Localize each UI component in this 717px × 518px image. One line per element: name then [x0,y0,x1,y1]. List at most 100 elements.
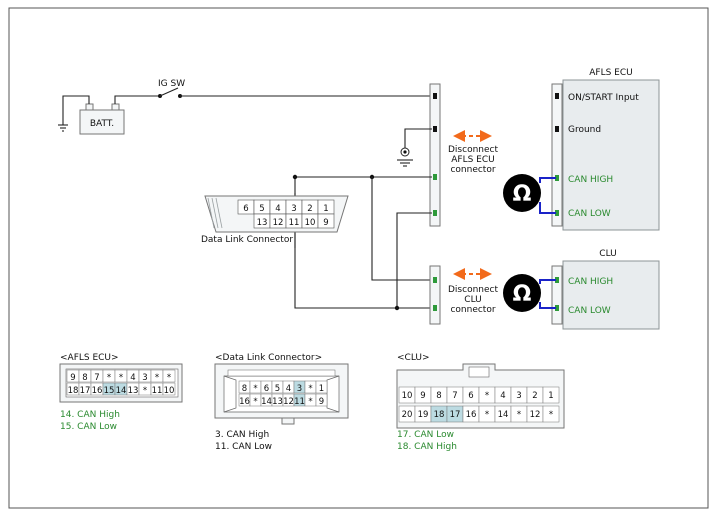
dlc-face-pin: 16 [239,397,250,407]
afls-pin: 16 [92,386,103,396]
clu-connector-face: <CLU> 10 9 8 7 6 * 4 3 2 1 [396,353,565,452]
afls-pin: 8 [82,373,87,383]
ground-symbol-battery [58,124,68,132]
dlc-face-pin: 5 [275,384,280,394]
clu-pin: 12 [530,410,541,420]
clu-note-2: 18. CAN High [397,442,457,452]
afls-pin: * [107,373,111,383]
battery: BATT. [79,103,125,135]
afls-ecu-box: AFLS ECU ON/START Input Ground CAN HIGH … [551,68,660,231]
clu-pin: * [485,410,489,420]
battery-label: BATT. [90,119,114,129]
disconnect-afls-line1: Disconnect [448,145,498,155]
dlc-face-pin: * [253,384,257,394]
clu-pin: * [549,410,553,420]
ig-switch-label: IG SW [158,79,185,89]
dlc-pin: 10 [305,218,316,228]
clu-connector-top-row: 10 9 8 7 6 * 4 3 2 1 [398,386,560,404]
dlc-pin: 13 [257,218,268,228]
dlc-face-pin: * [308,397,312,407]
dlc-label: Data Link Connector [201,235,293,245]
ohm-symbol-clu: Ω [513,282,532,307]
afls-can-high-label: CAN HIGH [568,175,613,185]
afls-note-1: 14. CAN High [60,410,120,420]
disconnect-afls-annotation: Disconnect AFLS ECU connector [448,130,498,175]
afls-pin: 9 [70,373,75,383]
clu-pin: 14 [498,410,509,420]
dlc-face-pin: 4 [286,384,291,394]
afls-pin: 7 [94,373,99,383]
dlc-bottom-pins: 13 12 11 10 9 [253,213,335,229]
afls-pin: * [167,373,171,383]
ohmmeter-afls: Ω [503,174,556,214]
clu-pin: 1 [548,391,553,401]
dlc-pin: 12 [273,218,284,228]
dlc-face-pin: 13 [272,397,283,407]
afls-can-low-label: CAN LOW [568,209,611,219]
clu-can-high-label: CAN HIGH [568,277,613,287]
ohm-symbol-afls: Ω [513,182,532,207]
disconnect-afls-line2: AFLS ECU [451,155,494,165]
clu-harness-connector [429,265,441,325]
clu-pin: 10 [402,391,413,401]
afls-pin: 17 [80,386,91,396]
clu-pin: * [517,410,521,420]
clu-pin: 16 [466,410,477,420]
dlc-pin: 5 [259,204,264,214]
afls-pin: 18 [68,386,79,396]
dlc-pin: 3 [291,204,296,214]
disconnect-clu-line1: Disconnect [448,285,498,295]
afls-ecu-title: AFLS ECU [589,68,632,78]
disconnect-clu-line3: connector [450,305,495,315]
afls-pin: * [155,373,159,383]
dlc-face-pin: 14 [261,397,272,407]
dlc-connector-top-row: 8 * 6 5 4 3 * 1 [238,380,328,394]
dlc-connector-face: <Data Link Connector> 8 * 6 5 4 3 * 1 [214,353,349,452]
afls-pin: 11 [152,386,163,396]
clu-pin: 8 [436,391,441,401]
afls-connector-top-row: 9 8 7 * * 4 3 * * [66,369,176,383]
disconnect-clu-annotation: Disconnect CLU connector [448,268,498,315]
dlc-connector-title: <Data Link Connector> [215,353,322,363]
afls-pin: * [119,373,123,383]
clu-connector-bottom-row: 20 19 18 17 16 * 14 * 12 * [398,405,560,423]
afls-pin: 15 [104,386,115,396]
dlc-pin: 1 [323,204,328,214]
dlc-pin: 9 [323,218,328,228]
clu-can-low-label: CAN LOW [568,306,611,316]
clu-note-1: 17. CAN Low [397,430,454,440]
dlc-pin: 2 [307,204,312,214]
data-link-connector: 6 5 4 3 2 1 13 12 11 10 9 Data Link Conn… [201,195,349,245]
clu-pin: 19 [418,410,429,420]
dlc-face-pin: * [308,384,312,394]
dlc-top-pins: 6 5 4 3 2 1 [237,199,335,215]
afls-connector-face: <AFLS ECU> 9 8 7 * * 4 3 * * [59,353,183,432]
afls-connector-bottom-row: 18 17 16 15 14 13 * 11 10 [66,382,176,396]
clu-pin: 3 [516,391,521,401]
afls-pin: 14 [116,386,127,396]
afls-pin: 4 [130,373,135,383]
clu-pin: 9 [420,391,425,401]
clu-title: CLU [599,249,616,259]
clu-connector-title: <CLU> [397,353,430,363]
dlc-face-pin: 11 [294,397,305,407]
dlc-connector-bottom-row: 16 * 14 13 12 11 * 9 [238,393,328,407]
dlc-pin: 11 [289,218,300,228]
clu-box: CLU CAN HIGH CAN LOW [551,249,660,330]
dlc-face-pin: 1 [319,384,324,394]
dlc-pin: 4 [275,204,280,214]
dlc-face-pin: 3 [297,384,302,394]
clu-pin: 6 [468,391,473,401]
clu-pin: 4 [500,391,505,401]
ohmmeter-clu: Ω [503,274,556,312]
dlc-pin: 6 [243,204,248,214]
dlc-face-pin: 9 [319,397,324,407]
dlc-face-pin: 6 [264,384,269,394]
clu-pin: 17 [450,410,461,420]
afls-on-start-label: ON/START Input [568,93,639,103]
afls-ground-label: Ground [568,125,601,135]
clu-pin: 7 [452,391,457,401]
clu-pin: * [485,391,489,401]
afls-note-2: 15. CAN Low [60,422,117,432]
